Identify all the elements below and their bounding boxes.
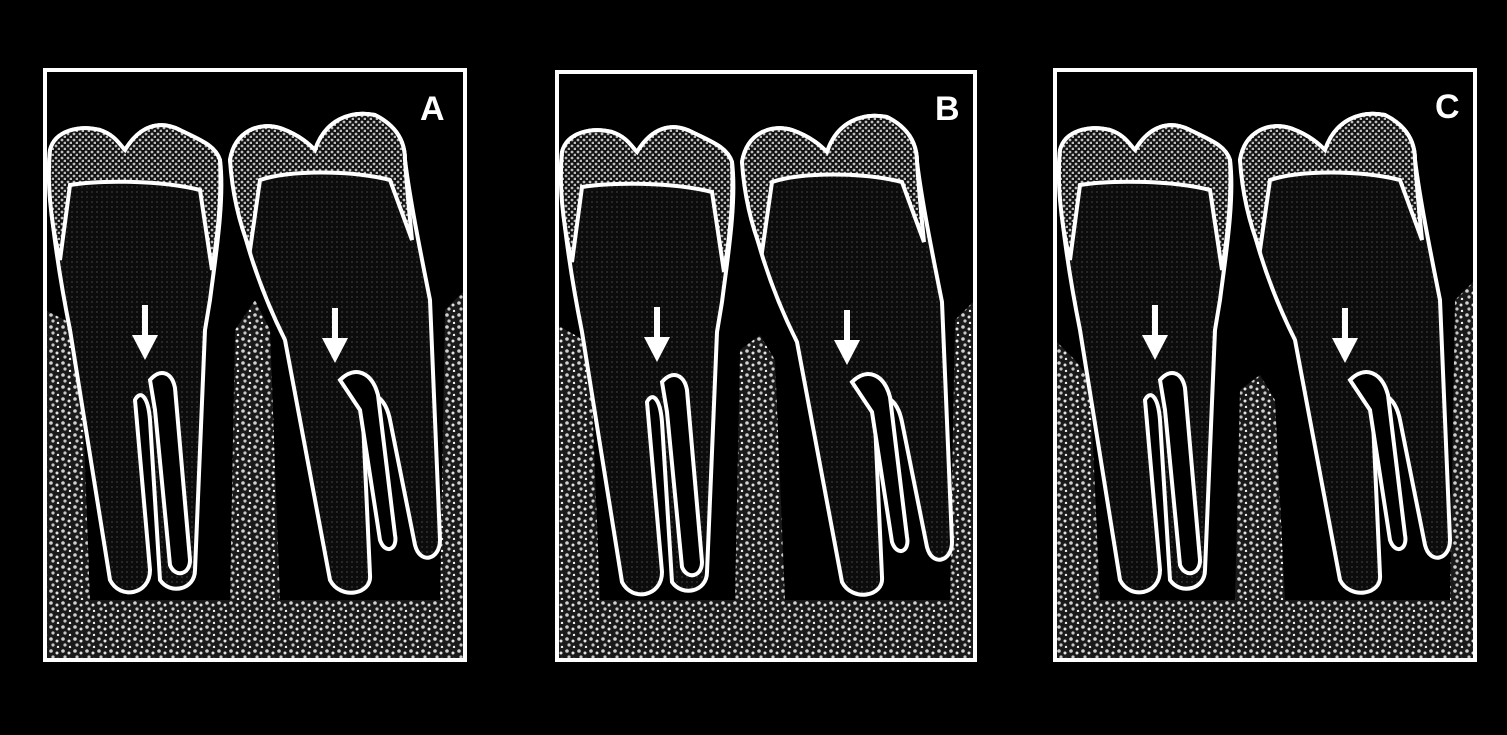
panel-label: B — [935, 90, 960, 128]
panel-label: C — [1435, 88, 1460, 126]
panel-label: A — [420, 90, 445, 128]
panel-c: C — [1055, 70, 1475, 660]
panel-b: B — [557, 72, 975, 660]
panel-a: A — [45, 70, 465, 660]
